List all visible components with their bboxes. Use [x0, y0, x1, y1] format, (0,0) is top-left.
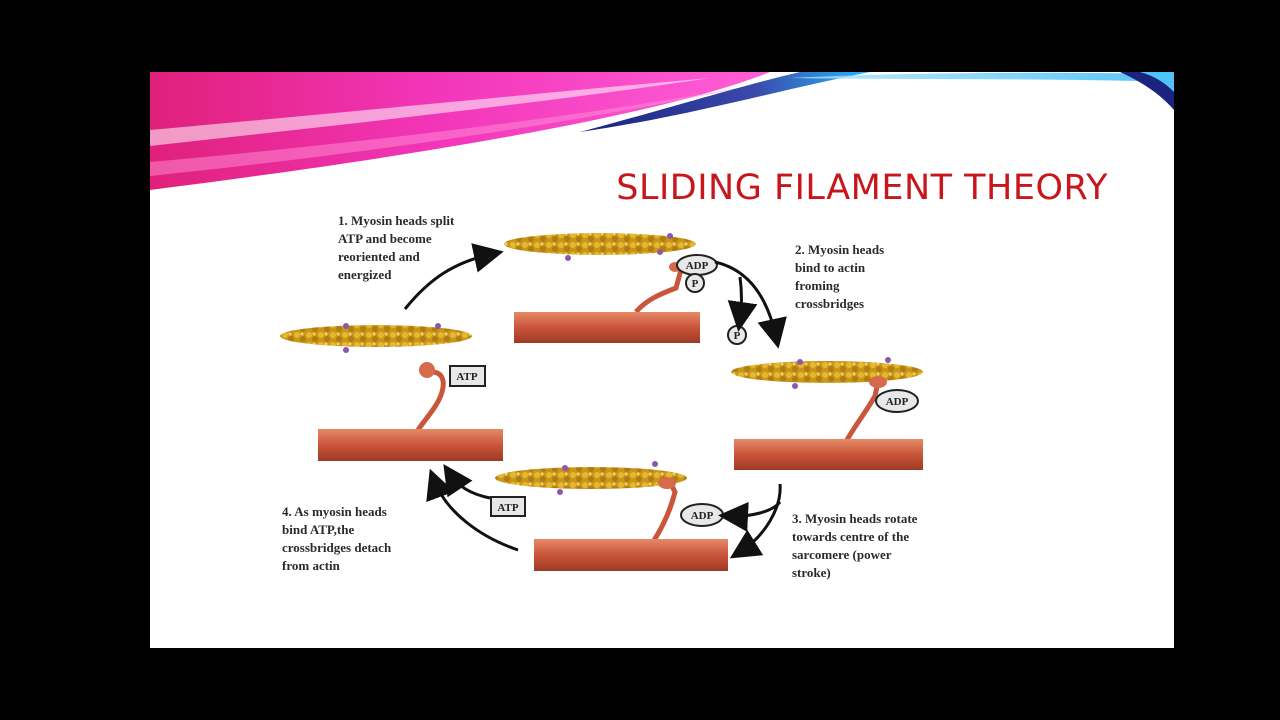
step-1-caption: 1. Myosin heads split ATP and become reo… — [338, 213, 455, 282]
panel-3: ADP ATP — [490, 461, 728, 571]
atp-badge: ATP — [449, 365, 486, 387]
slide-title: SLIDING FILAMENT THEORY — [616, 168, 1108, 208]
myosin-neck — [650, 480, 678, 544]
myosin-head — [658, 477, 676, 489]
phosphate-label: P — [692, 278, 699, 290]
actin-filament — [504, 233, 696, 255]
slide: SLIDING FILAMENT THEORY 1. Myosin heads … — [150, 72, 1174, 648]
actin-filament — [495, 467, 687, 489]
myosin-neck — [844, 381, 881, 442]
panel-2: ADP — [731, 357, 923, 470]
arrow-step-4 — [426, 468, 519, 552]
adp-badge: ADP — [676, 254, 718, 276]
thick-filament — [318, 429, 503, 461]
myosin-neck — [415, 369, 446, 432]
arrow-atp-binding — [443, 464, 491, 500]
step-3-caption: 3. Myosin heads rotate towards centre of… — [792, 511, 918, 580]
adp-label: ADP — [691, 510, 714, 522]
actin-filament — [280, 325, 472, 347]
released-phosphate-label: P — [734, 330, 741, 342]
atp-label: ATP — [497, 502, 518, 514]
thick-filament — [534, 539, 728, 571]
atp-badge: ATP — [490, 496, 526, 517]
actin-filament — [731, 361, 923, 383]
adp-badge: ADP — [680, 503, 724, 527]
step-2-caption: 2. Myosin heads bind to actin froming cr… — [795, 242, 885, 311]
adp-label: ADP — [686, 260, 709, 272]
arrow-adp-release — [718, 500, 782, 532]
arrow-phosphate-release — [727, 276, 758, 332]
adp-label: ADP — [886, 396, 909, 408]
crossbridge-cycle-diagram: ADP P P ADP — [280, 233, 923, 571]
adp-badge: ADP — [875, 389, 919, 413]
myosin-head — [419, 362, 435, 378]
myosin-neck — [634, 265, 685, 314]
panel-4: ATP — [280, 323, 503, 461]
thick-filament — [514, 312, 700, 343]
arrow-step-3 — [729, 483, 782, 559]
arrow-step-1 — [403, 243, 504, 310]
thick-filament — [734, 439, 923, 470]
myosin-head — [869, 376, 887, 388]
atp-label: ATP — [456, 371, 477, 383]
released-phosphate: P — [727, 325, 747, 345]
step-4-caption: 4. As myosin heads bind ATP,the crossbri… — [282, 504, 392, 573]
arrow-step-2 — [714, 260, 787, 349]
phosphate-badge: P — [685, 273, 705, 293]
panel-1: ADP P — [504, 233, 718, 343]
cycle-arrows — [403, 243, 787, 559]
header-banner — [150, 72, 1174, 190]
